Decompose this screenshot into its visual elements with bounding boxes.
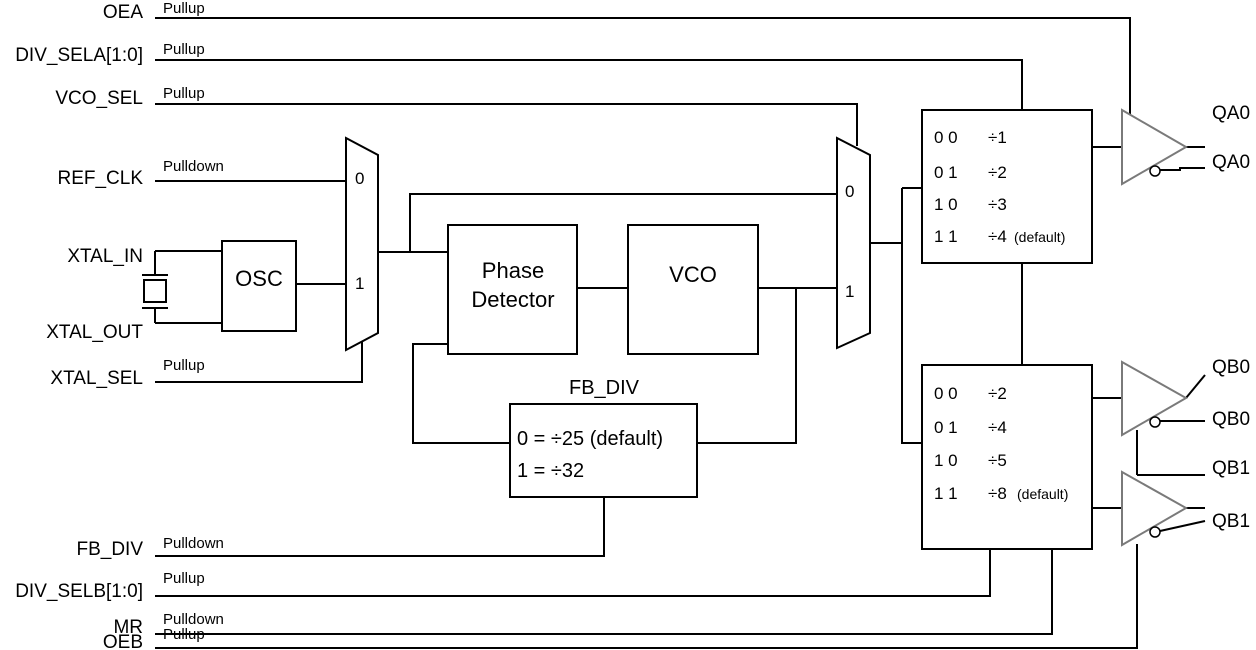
pin-xtal-sel: XTAL_SEL [50,368,143,389]
wire-qb1-n [1159,520,1206,532]
mux1-in1-label: 1 [355,274,364,293]
wire-mr [155,549,1053,635]
wire-bypass [409,193,837,252]
buffer-qb0 [1121,360,1189,437]
pin-qa0: QA0 [1212,103,1250,124]
pin-qb1-n: QB1 [1212,511,1250,532]
wire-oeb [155,544,1138,649]
pin-qb0-n: QB0 [1212,409,1250,430]
div-b-val-2: ÷5 [988,451,1007,470]
pin-qb0: QB0 [1212,357,1250,378]
mux1-in0-label: 0 [355,169,364,188]
pin-xtal-sel-attr: Pullup [163,357,205,374]
div-b-sel-1: 0 1 [934,418,958,437]
div-b-sel-0: 0 0 [934,384,958,403]
div-b-note-3: (default) [1017,486,1068,502]
mux2-in1-label: 1 [845,282,854,301]
div-b-val-0: ÷2 [988,384,1007,403]
pin-xtal-out: XTAL_OUT [46,322,143,343]
div-a-val-1: ÷2 [988,163,1007,182]
buffer-qb1 [1121,470,1189,547]
pin-oea: OEA [103,2,143,23]
vco-label: VCO [669,262,717,287]
buffer-qa0 [1121,108,1188,186]
divider-b-block: 0 0 ÷2 0 1 ÷4 1 0 ÷5 1 1 ÷8 (default) [921,364,1093,550]
div-b-val-3: ÷8 [988,484,1007,503]
pin-xtal-in: XTAL_IN [67,246,143,267]
div-a-sel-3: 1 1 [934,227,958,246]
wire-fb-return [697,288,797,444]
pin-ref-clk: REF_CLK [57,168,143,189]
pin-div-sela: DIV_SELA[1:0] [15,45,143,66]
divider-a-block: 0 0 ÷1 0 1 ÷2 1 0 ÷3 1 1 ÷4 (default) [921,109,1093,264]
div-b-sel-3: 1 1 [934,484,958,503]
pin-div-selb-attr: Pullup [163,570,205,587]
fb-div-row-1: 0 = ÷25 (default) [517,428,663,450]
output-pins: QA0 QA0 QB0 QB0 QB1 QB1 [1212,103,1250,532]
pin-div-sela-attr: Pullup [163,41,205,58]
phase-detector-label-2: Detector [471,287,554,312]
div-a-val-2: ÷3 [988,195,1007,214]
wire-to-div-a [901,188,922,444]
pin-div-selb: DIV_SELB[1:0] [15,581,143,602]
mux-2: 0 1 [836,136,871,350]
input-pins: OEA Pullup DIV_SELA[1:0] Pullup VCO_SEL … [15,0,224,650]
div-a-val-0: ÷1 [988,128,1007,147]
crystal-symbol [142,274,168,309]
osc-block: OSC [221,240,297,332]
div-a-note-3: (default) [1014,229,1065,245]
pin-vco-sel-attr: Pullup [163,85,205,102]
phase-detector-label-1: Phase [482,258,544,283]
wire-div-selb [155,549,991,597]
fb-div-title: FB_DIV [569,377,640,399]
pin-ref-clk-attr: Pulldown [163,158,224,175]
vco-block: VCO [627,224,759,355]
pin-fb-div-attr: Pulldown [163,535,224,552]
wire-xtal-sel [155,340,363,383]
mux2-in0-label: 0 [845,182,854,201]
pin-qb1: QB1 [1212,458,1250,479]
wires [154,17,1206,649]
wire-qa0-n [1160,167,1205,171]
pin-oea-attr: Pullup [163,0,205,17]
div-b-val-1: ÷4 [988,418,1007,437]
wire-div-sela [155,59,1023,110]
div-b-sel-2: 1 0 [934,451,958,470]
pin-mr-attr: Pulldown [163,611,224,628]
pin-vco-sel: VCO_SEL [55,88,143,109]
pin-mr: MR [113,617,143,638]
wire-fb-div-pin [155,497,605,557]
div-a-val-3: ÷4 [988,227,1007,246]
div-a-sel-1: 0 1 [934,163,958,182]
div-a-sel-0: 0 0 [934,128,958,147]
osc-label: OSC [235,266,283,291]
fb-div-block: FB_DIV 0 = ÷25 (default) 1 = ÷32 [509,377,698,498]
pin-oeb: OEB [103,632,143,650]
fb-div-row-2: 1 = ÷32 [517,460,584,482]
pin-qa0-n: QA0 [1212,152,1250,173]
phase-detector-block: Phase Detector [447,224,578,355]
wire-qb0 [1185,374,1206,399]
wire-vco-sel [155,103,858,146]
wire-oea [155,17,1131,134]
mux-1: 0 1 [345,136,379,352]
div-a-sel-2: 1 0 [934,195,958,214]
pin-fb-div: FB_DIV [76,539,143,560]
wire-fb-to-pd [412,343,510,444]
